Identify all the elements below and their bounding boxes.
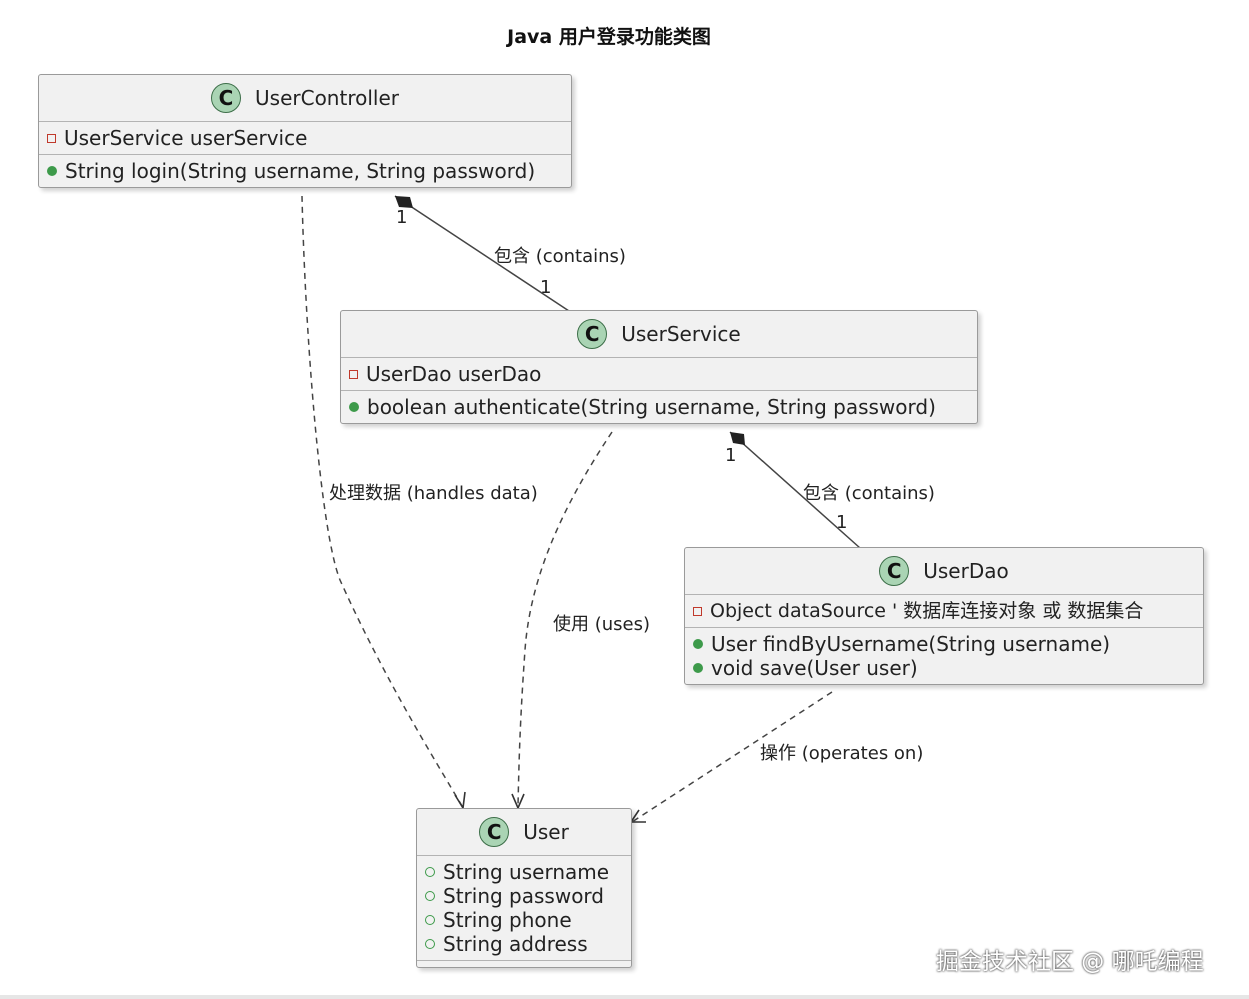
public-field-icon [425,915,435,925]
edge-dao-user [631,691,833,823]
field-row: UserService userService [47,126,563,150]
multiplicity-service-side: 1 [540,277,552,298]
method-text: User findByUsername(String username) [711,632,1111,656]
class-name: User [523,820,569,844]
public-field-icon [425,891,435,901]
class-user-service: C UserService UserDao userDao boolean au… [340,310,978,424]
class-header: C UserController [39,75,571,122]
field-row: String password [425,884,623,908]
field-text: UserService userService [64,126,308,150]
method-text: void save(User user) [711,656,918,680]
public-field-icon [425,867,435,877]
field-text: String password [443,884,604,908]
private-visibility-icon [693,606,702,616]
public-visibility-icon [349,402,359,412]
methods-section [417,961,631,967]
field-text: UserDao userDao [366,362,542,386]
composition-diamond-controller [395,196,413,208]
watermark: 掘金技术社区 @ 哪吒编程 [936,949,1204,975]
public-field-icon [425,939,435,949]
relation-label-controller-user: 处理数据 (handles data) [329,483,538,504]
private-visibility-icon [47,133,56,143]
relation-label-dao-user: 操作 (operates on) [760,743,924,764]
fields-section: Object dataSource ' 数据库连接对象 或 数据集合 [685,595,1203,628]
multiplicity-service-dao-from: 1 [725,445,737,466]
field-row: String address [425,932,623,956]
edge-controller-user [301,195,463,807]
methods-section: User findByUsername(String username) voi… [685,628,1203,684]
edge-service-dao [729,431,861,549]
private-visibility-icon [349,369,358,379]
field-text: Object dataSource ' 数据库连接对象 或 数据集合 [710,600,1144,622]
bottom-divider [0,995,1249,999]
arrowhead-dao-user [629,809,646,823]
class-name: UserService [621,322,741,346]
class-name: UserController [255,86,399,110]
multiplicity-service-dao-to: 1 [836,512,848,533]
class-c-icon: C [211,83,242,113]
arrowhead-controller-user [454,791,466,811]
class-c-icon: C [479,817,510,847]
relation-label-controller-service: 包含 (contains) [494,246,626,267]
field-text: String address [443,932,588,956]
class-user-controller: C UserController UserService userService… [38,74,572,188]
method-row: void save(User user) [693,656,1195,680]
relation-label-service-dao: 包含 (contains) [803,483,935,504]
method-text: String login(String username, String pas… [65,159,536,183]
class-user-dao: C UserDao Object dataSource ' 数据库连接对象 或 … [684,547,1204,685]
class-header: C UserService [341,311,977,358]
relation-label-service-user: 使用 (uses) [553,614,651,635]
public-visibility-icon [693,639,703,649]
multiplicity-controller-side: 1 [396,207,408,228]
field-row: Object dataSource ' 数据库连接对象 或 数据集合 [693,599,1195,623]
edge-service-user [517,431,613,807]
class-c-icon: C [577,319,608,349]
class-header: C User [417,809,631,856]
field-text: String phone [443,908,572,932]
fields-section: UserService userService [39,122,571,155]
diagram-title: Java 用户登录功能类图 [507,26,711,48]
field-row: UserDao userDao [349,362,969,386]
method-row: String login(String username, String pas… [47,159,563,183]
public-visibility-icon [47,166,57,176]
class-header: C UserDao [685,548,1203,595]
class-user: C User String username String password S… [416,808,632,968]
method-row: User findByUsername(String username) [693,632,1195,656]
method-row: boolean authenticate(String username, St… [349,395,969,419]
methods-section: boolean authenticate(String username, St… [341,391,977,423]
field-row: String phone [425,908,623,932]
public-visibility-icon [693,663,703,673]
fields-section: UserDao userDao [341,358,977,391]
class-c-icon: C [879,556,910,586]
fields-section: String username String password String p… [417,856,631,961]
class-name: UserDao [923,559,1009,583]
methods-section: String login(String username, String pas… [39,155,571,187]
composition-diamond-service [730,432,745,445]
edge-controller-service [394,195,570,312]
field-text: String username [443,860,610,884]
field-row: String username [425,860,623,884]
method-text: boolean authenticate(String username, St… [367,395,936,419]
